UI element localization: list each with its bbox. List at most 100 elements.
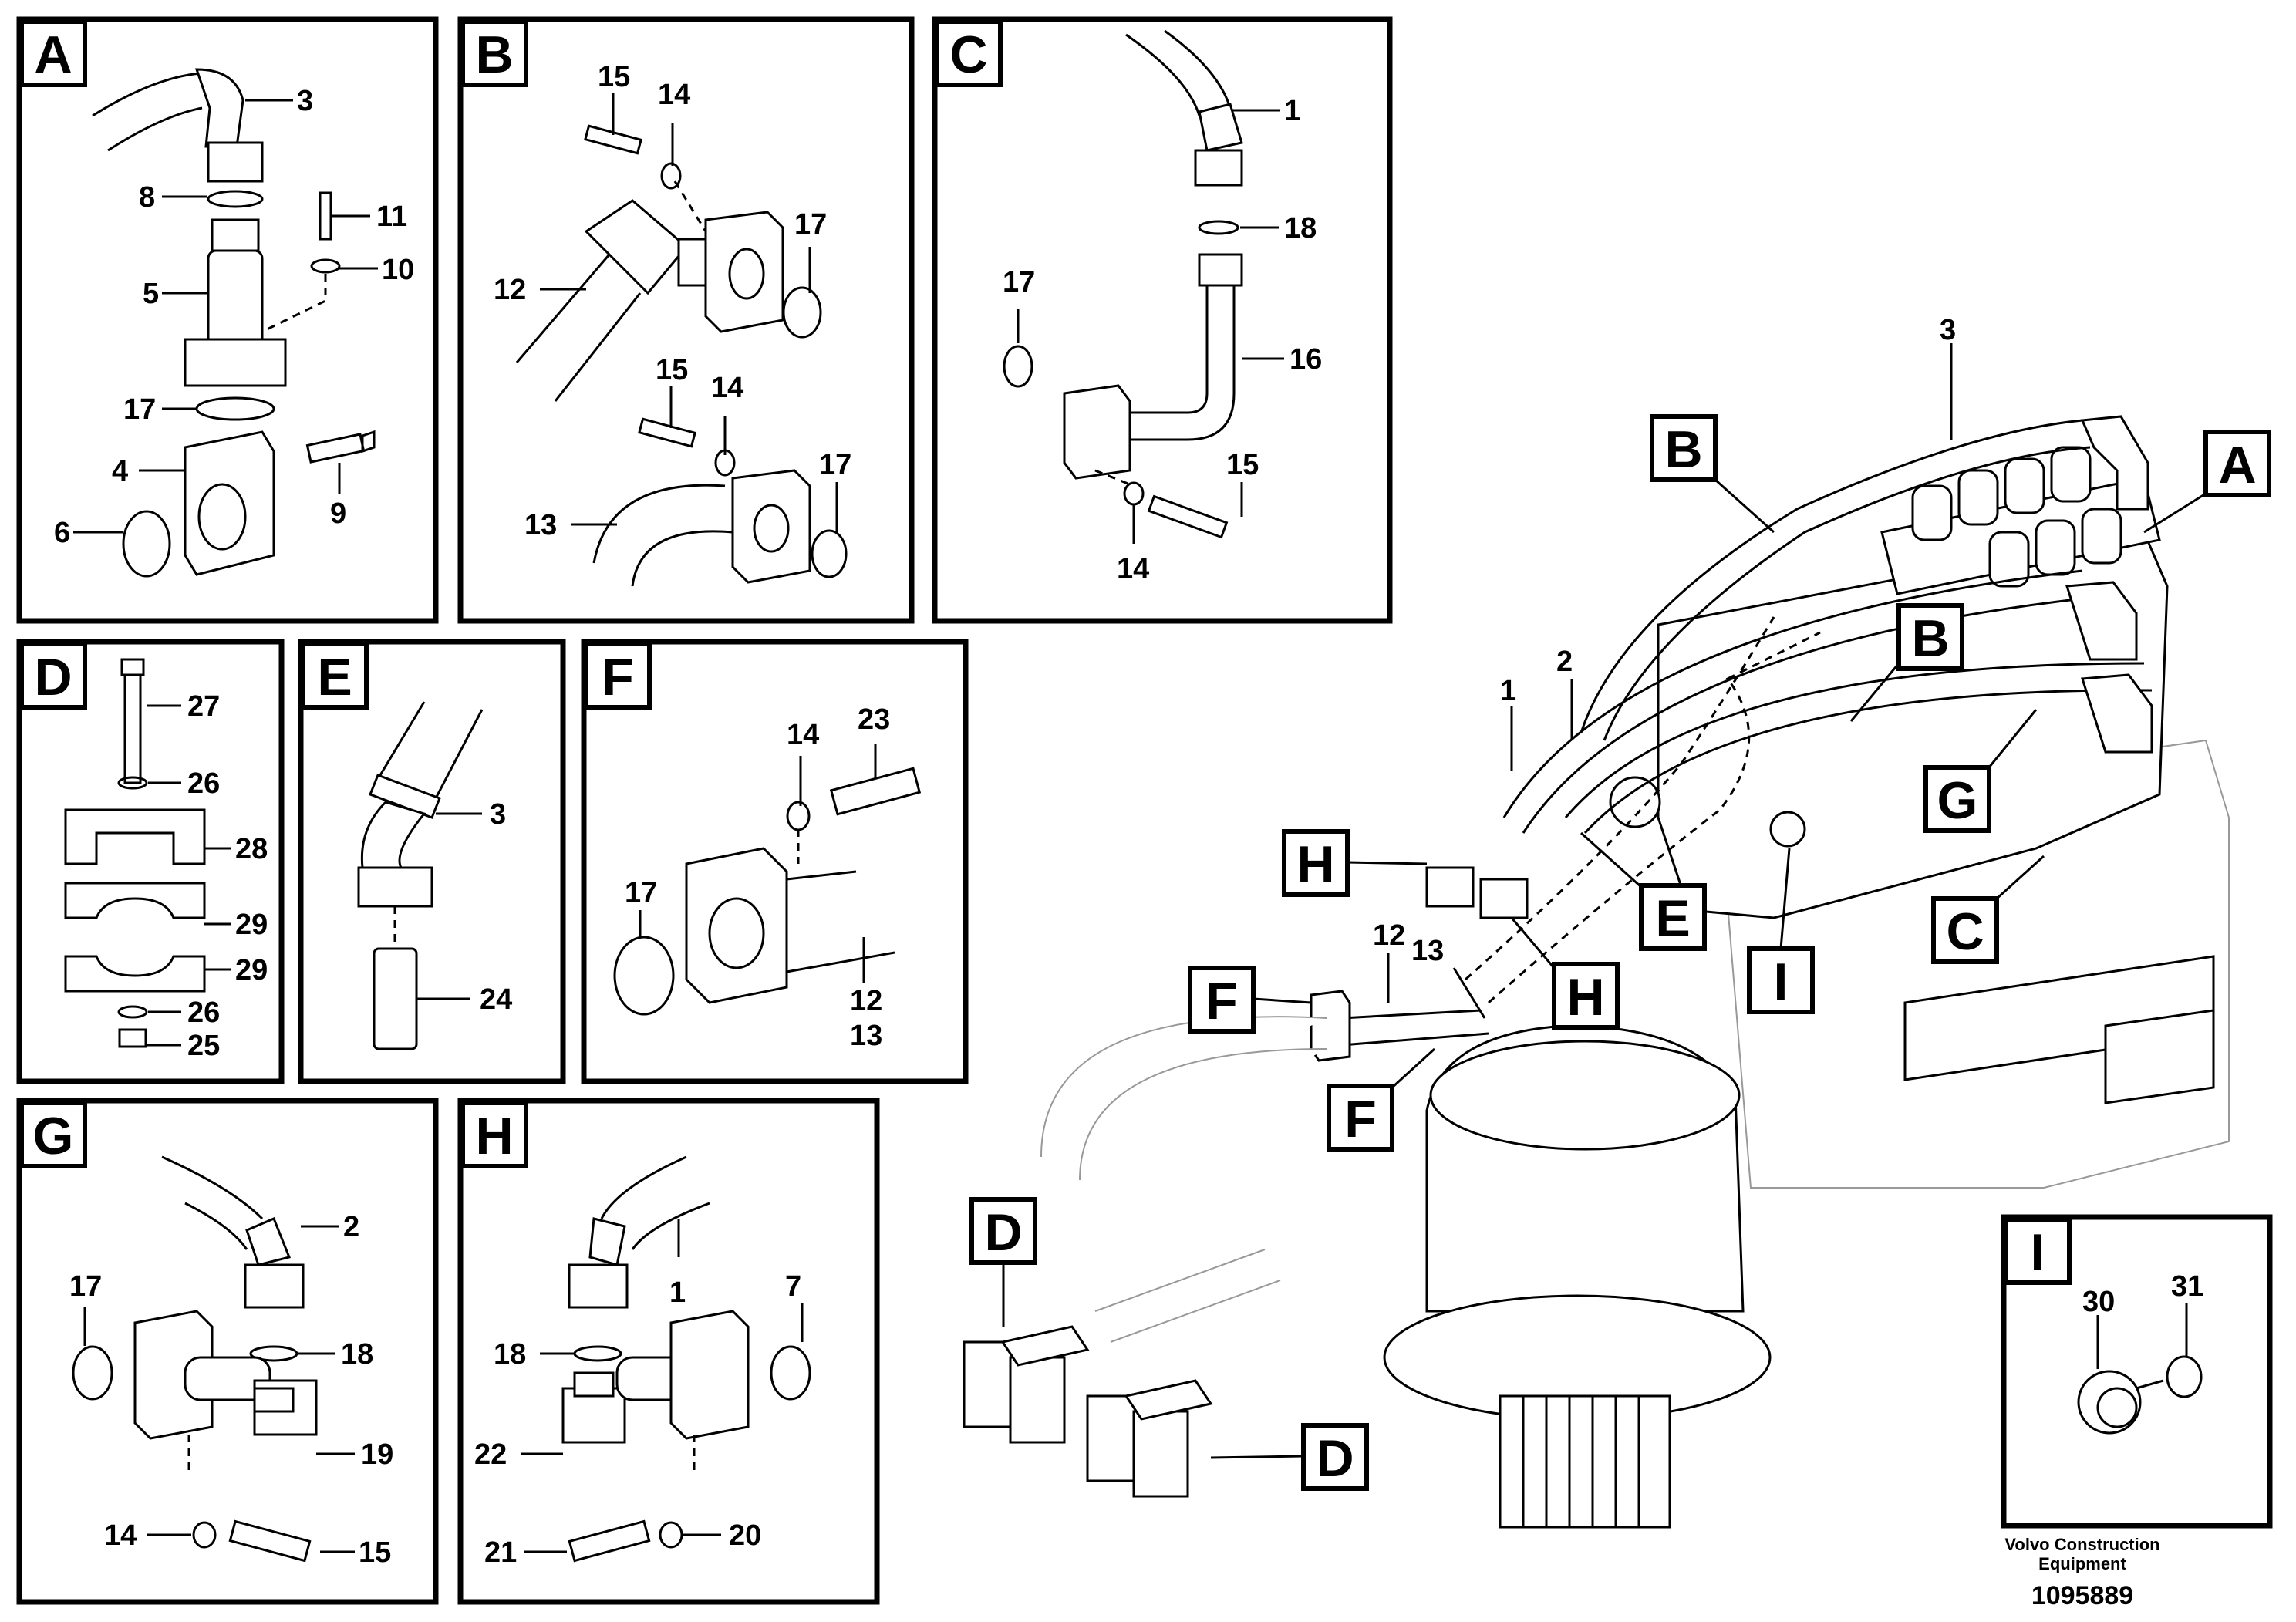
o-ring [207,190,264,208]
hex-nut [1194,149,1243,187]
pipe-12 [1341,1009,1482,1020]
fitting-h2 [1479,878,1529,919]
panel-d: D 27 26 28 29 29 26 25 [16,639,285,1084]
tube [786,870,857,881]
flange-port [708,897,765,969]
split-flange [669,1310,750,1440]
part-number: 31 [2171,1270,2203,1303]
part-number: 11 [376,201,407,233]
assembly-line [261,274,327,333]
panel-a-letter: A [34,25,72,84]
callout-leader [1849,663,1900,722]
callout-f-letter: F [1205,972,1238,1030]
part-number: 19 [361,1438,393,1471]
hose [592,484,726,564]
panel-h-frame [457,1098,880,1605]
elbow-body [184,1356,271,1401]
part-number: 29 [235,954,268,986]
d-clamp [1124,1379,1213,1421]
callout-leader [1253,997,1312,1004]
part-number: 29 [235,909,268,941]
callout-leader [1580,831,1643,889]
panel-i: I 30 31 [2001,1214,2273,1529]
callout-h-letter: H [1296,835,1334,894]
flange-port [728,248,765,300]
assembly-line [673,180,707,232]
bolt [638,417,696,448]
callout-leader [1714,478,1775,534]
hex-nut [244,1263,305,1309]
part-number: 21 [484,1536,517,1569]
panel-f-letter: F [602,648,634,706]
d-tubes [1040,1016,1327,1181]
callout-leader [2143,492,2207,534]
valve-spool-cap [1988,531,2030,588]
swivel-shaft [1499,1394,1671,1529]
hose [515,254,611,363]
panel-a-letter-box [19,19,87,87]
bolt-head [120,658,145,676]
part-number: 17 [794,208,827,241]
part-number: 26 [187,767,220,800]
part-number: 14 [658,79,690,111]
part-number: 20 [729,1519,761,1552]
hose [631,1202,710,1250]
part-number: 5 [143,278,159,310]
part-number: 4 [112,455,128,487]
valve-spool-cap [2050,446,2092,503]
d-flange [1009,1356,1066,1444]
panel-g-letter-box [19,1101,87,1168]
panel-i-letter-box [2004,1217,2072,1285]
hose [600,1155,687,1219]
panel-g: G 2 17 18 19 14 15 [16,1098,439,1605]
part-number: 23 [858,703,890,736]
part-number: 1 [669,1276,686,1309]
hex-nut [568,1263,629,1309]
hose-1-fitting [2065,581,2138,661]
bolt [568,1519,651,1563]
main-part-number: 1 [1500,675,1516,707]
o-ring [1003,345,1033,388]
adapter-flange [184,338,287,387]
washer [659,1521,683,1549]
part-number: 14 [787,719,819,751]
leader-line [1452,967,1486,1019]
part-number: 15 [1226,449,1259,481]
d-clamp [1000,1325,1090,1367]
callout-f [1327,1084,1394,1152]
maker-line-1: Volvo Construction [2004,1535,2159,1554]
d-flange [963,1340,1020,1428]
valve-port [1609,776,1661,828]
part-number: 25 [187,1030,220,1062]
panel-e-frame [298,639,566,1084]
document-number: 1095889 [2031,1581,2133,1610]
elbow-fitting [245,1217,292,1266]
callout-leader [1779,848,1791,949]
bolt [584,124,642,155]
panel-h-letter: H [475,1107,513,1165]
bolt-head [361,430,376,454]
hose [631,530,733,587]
flange-port [753,504,790,553]
panel-g-frame [16,1098,439,1605]
plug-hex [2096,1387,2138,1428]
callout-h [1552,962,1620,1030]
part-number: 22 [474,1438,507,1471]
o-ring [122,510,171,578]
valve-spool-cap [1957,469,1999,526]
valve-spool-cap [2035,519,2076,576]
assembly-line [1094,469,1135,487]
hose-2 [1583,689,2153,835]
valve-spool-cap [2004,457,2045,514]
callout-e [1639,883,1707,951]
panel-e-letter-box [301,642,369,710]
part-number: 17 [69,1270,102,1303]
callout-e-letter: E [1655,889,1690,948]
callout-a-letter: A [2218,436,2256,494]
hose-2-fitting [2081,673,2153,754]
panel-e: E 3 24 [298,639,566,1084]
main-callouts: B A B G C E H H I F [969,414,2271,1491]
part-number: 14 [1117,553,1149,585]
part-number: 12 [494,274,526,306]
